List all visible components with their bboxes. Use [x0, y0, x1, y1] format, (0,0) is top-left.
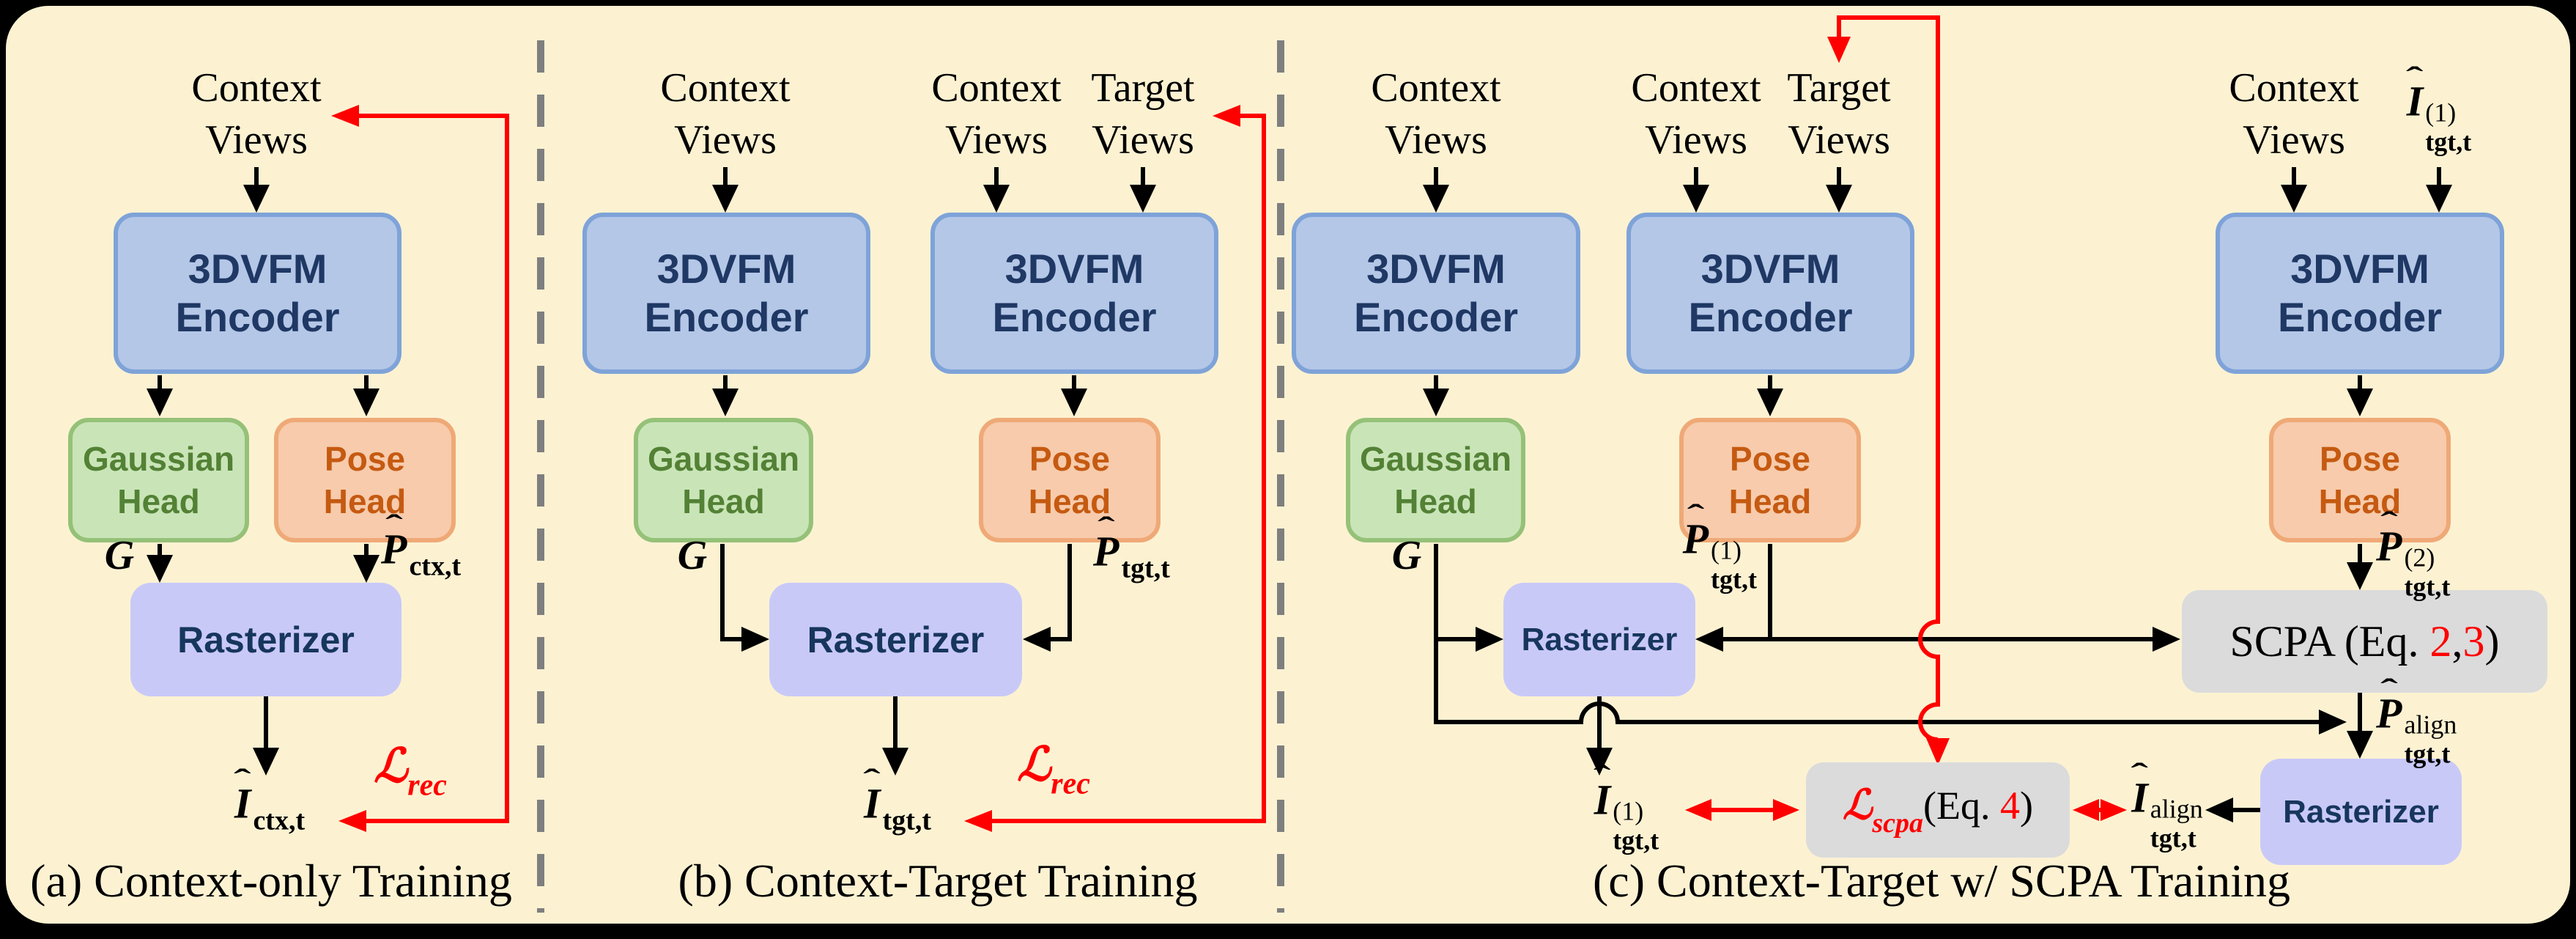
- pose-ctx-symbol-a: Pctx,t: [381, 525, 461, 583]
- rasterizer-box-b: Rasterizer: [769, 583, 1022, 696]
- image-ctx-symbol-a: Ictx,t: [234, 779, 305, 837]
- image-1-input-symbol-c: I(1)tgt,t: [2407, 77, 2472, 157]
- scpa-loss-box: ℒscpa(Eq. 4): [1806, 762, 2070, 858]
- pose-2-symbol-c: P(2)tgt,t: [2376, 522, 2450, 602]
- gaussians-symbol-b: G: [677, 533, 708, 578]
- pose-1-symbol-c: P(1)tgt,t: [1683, 515, 1757, 594]
- image-align-symbol-c: Ialigntgt,t: [2131, 773, 2203, 853]
- image-tgt-symbol-b: Itgt,t: [864, 779, 931, 837]
- arrows-panel-c: [1423, 167, 2452, 822]
- loss-feedback-panel-b: [964, 105, 1266, 832]
- target-views-label-c: Target Views: [1787, 65, 1891, 163]
- gaussians-symbol-c: G: [1391, 533, 1422, 578]
- context-views-label-b2: Context Views: [931, 65, 1062, 163]
- rasterizer-box-c2: Rasterizer: [2260, 759, 2462, 865]
- target-views-label-b: Target Views: [1091, 65, 1195, 163]
- rec-loss-label-b: ℒrec: [1017, 738, 1090, 801]
- caption-panel-c: (c) Context-Target w/ SCPA Training: [1592, 855, 2291, 907]
- rec-loss-label-a: ℒrec: [374, 740, 447, 803]
- context-views-label-b1: Context Views: [660, 65, 791, 163]
- panel-separator-1: [537, 40, 544, 913]
- caption-panel-b: (b) Context-Target Training: [678, 855, 1198, 907]
- rasterizer-box-a: Rasterizer: [130, 583, 401, 696]
- gaussians-symbol-a: G: [104, 533, 135, 578]
- context-views-label-c1: Context Views: [1371, 65, 1501, 163]
- scpa-box: SCPA (Eq. 2,3): [2182, 590, 2547, 693]
- loss-feedback-panel-c: [1685, 15, 2127, 821]
- context-views-label-c2: Context Views: [1631, 65, 1761, 163]
- arrows-panel-b: [712, 167, 1156, 776]
- pose-align-symbol-c: Paligntgt,t: [2376, 689, 2457, 769]
- context-views-label-a: Context Views: [191, 65, 322, 163]
- caption-panel-a: (a) Context-only Training: [30, 855, 512, 907]
- loss-feedback-panel-a: [331, 105, 509, 832]
- pose-tgt-symbol-b: Ptgt,t: [1093, 527, 1170, 585]
- context-views-label-c3: Context Views: [2229, 65, 2359, 163]
- arrows-panel-a: [147, 167, 380, 776]
- image-1-symbol-c: I(1)tgt,t: [1594, 776, 1659, 855]
- panel-separator-2: [1277, 40, 1284, 913]
- rasterizer-box-c1: Rasterizer: [1503, 583, 1695, 696]
